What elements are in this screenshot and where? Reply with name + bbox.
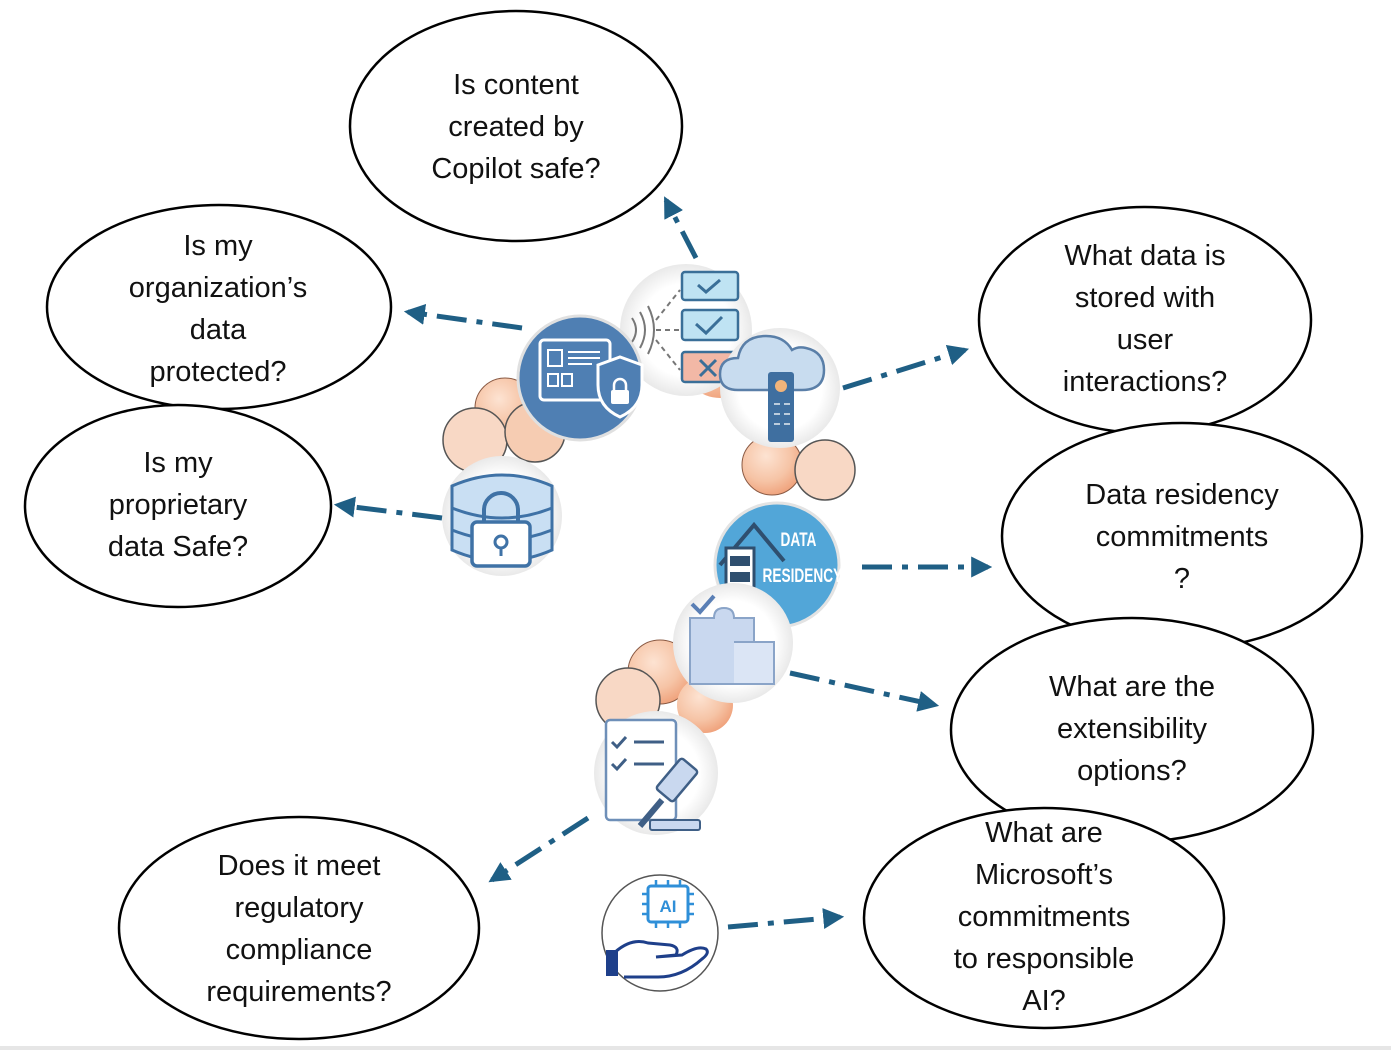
bubble-text-line: AI?	[1022, 985, 1066, 1017]
bubble-text-line: Copilot safe?	[431, 153, 600, 185]
bubble-text-line: protected?	[149, 356, 286, 388]
bubble-text-line: data	[190, 314, 247, 346]
data-residency-label-top: DATA	[780, 529, 816, 551]
arrow-to-user-interactions	[842, 344, 970, 391]
bubble-text-line: options?	[1077, 755, 1187, 787]
bubble-copilot-safe: Is content created by Copilot safe?	[348, 9, 684, 243]
arrow-to-extensibility	[789, 670, 940, 712]
bubble-text-line: extensibility	[1057, 713, 1207, 745]
bubble-text-line: ?	[1174, 563, 1190, 595]
cloud-phone-icon	[718, 328, 840, 448]
bubble-text-line: data Safe?	[108, 531, 248, 563]
bubble-regulatory-text: Does it meet regulatory compliance requirem…	[206, 850, 391, 1008]
bubble-copilot-safe-text: Is content created by Copilot safe?	[431, 69, 600, 185]
bubble-org-data: Is my organization’s data protected?	[45, 203, 393, 411]
bottom-divider	[0, 1046, 1391, 1050]
bubble-user-interactions: What data is stored with user interactions?	[977, 205, 1313, 435]
bubble-proprietary: Is my proprietary data Safe?	[23, 403, 333, 609]
bubble-text-line: to responsible	[954, 943, 1135, 975]
bubble-org-data-text: Is my organization’s data protected?	[129, 230, 307, 388]
bubble-text-line: Data residency	[1085, 479, 1279, 511]
bubble-text-line: regulatory	[235, 892, 364, 924]
bubble-user-interactions-text: What data is stored with user interactions?	[1063, 240, 1227, 398]
bubble-text-line: Is content	[453, 69, 579, 101]
arrow-to-responsible-ai	[727, 908, 845, 930]
arrow-to-copilot-safe	[663, 196, 699, 260]
bubble-text-line: interactions?	[1063, 366, 1227, 398]
bubble-data-residency-text: Data residency commitments?	[1085, 479, 1279, 595]
bubble-proprietary-text: Is my proprietary data Safe?	[108, 447, 248, 563]
puzzle-icon	[673, 583, 793, 703]
bubble-text-line: What data is	[1064, 240, 1225, 272]
data-residency-label-bottom: RESIDENCY	[762, 565, 842, 587]
checklist-icon	[620, 264, 752, 396]
bead	[794, 439, 856, 501]
bubble-text-line: commitments	[1096, 521, 1268, 553]
bubble-extensibility: What are the extensibility options?	[949, 616, 1315, 844]
bubble-extensibility-text: What are the extensibility options?	[1049, 671, 1215, 787]
bubble-text-line: user	[1117, 324, 1174, 356]
bubble-text-line: Microsoft’s	[975, 859, 1113, 891]
bubble-text-line: organization’s	[129, 272, 307, 304]
bubble-text-line: What are the	[1049, 671, 1215, 703]
arrow-to-org-data	[403, 303, 523, 331]
bubble-data-residency: Data residency commitments?	[1000, 421, 1364, 651]
arrow-to-proprietary	[333, 496, 443, 521]
bubble-text-line: Does it meet	[218, 850, 381, 882]
connector-arrows	[333, 196, 993, 930]
bubble-regulatory: Does it meet regulatory compliance requirem…	[117, 815, 481, 1041]
bubble-text-line: Is my	[143, 447, 213, 479]
bubble-text-line: requirements?	[206, 976, 391, 1008]
database-lock-icon	[442, 456, 562, 576]
bubble-text-line: created by	[448, 111, 584, 143]
bubble-text-line: compliance	[226, 934, 373, 966]
bubble-text-line: proprietary	[109, 489, 248, 521]
bubble-text-line: commitments	[958, 901, 1130, 933]
ai-chip-label: AI	[660, 897, 677, 916]
arrow-to-regulatory	[488, 815, 590, 883]
bubble-text-line: What are	[985, 817, 1103, 849]
question-bubbles: Is content created by Copilot safe? Is my o…	[23, 9, 1364, 1041]
bubble-text-line: Is my	[183, 230, 253, 262]
gavel-icon	[594, 711, 718, 835]
ai-chip-hand-icon: AI	[601, 874, 719, 992]
shield-monitor-icon	[516, 314, 644, 442]
bubble-text-line: stored with	[1075, 282, 1215, 314]
